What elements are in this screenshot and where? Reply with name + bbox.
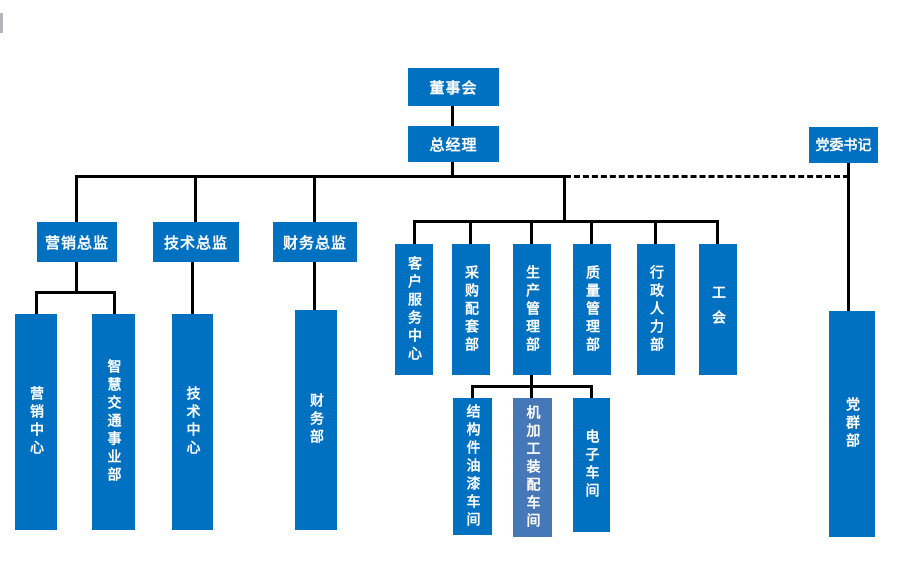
org-node-customer-service-center[interactable]: 客户服务中心: [395, 244, 433, 375]
connector-drop-customer-service: [413, 223, 416, 244]
org-node-general-manager[interactable]: 总经理: [408, 126, 499, 162]
org-node-party-secretary[interactable]: 党委书记: [809, 127, 878, 163]
connector-drop-marketing-director: [75, 178, 78, 222]
org-node-electronics-workshop[interactable]: 电子车间: [573, 398, 610, 532]
org-node-tech-center[interactable]: 技术中心: [172, 314, 213, 530]
connector-drop-marketing-center: [35, 294, 38, 314]
connector-finance-director-finance-dept: [313, 262, 316, 310]
org-node-quality-mgmt-dept[interactable]: 质量管理部: [573, 244, 611, 375]
connector-drop-labor-union: [716, 223, 719, 244]
connector-drop-finance-director: [313, 178, 316, 222]
org-node-structural-paint-workshop[interactable]: 结构件油漆车间: [453, 398, 492, 535]
org-node-marketing-center[interactable]: 营销中心: [15, 314, 57, 530]
connector-drop-smart-transport: [113, 294, 116, 314]
org-node-party-masses-dept[interactable]: 党群部: [829, 311, 875, 537]
connector-drop-machining: [530, 388, 533, 398]
connector-board-gm: [451, 105, 454, 127]
connector-tech-director-tech-center: [191, 262, 194, 314]
connector-drop-production: [530, 223, 533, 244]
connector-drop-tech-director: [194, 178, 197, 222]
org-node-procurement-support-dept[interactable]: 采购配套部: [452, 244, 490, 375]
org-node-admin-hr-dept[interactable]: 行政人力部: [637, 244, 675, 375]
connector-gm-bus: [451, 162, 454, 176]
org-node-board[interactable]: 董事会: [408, 68, 499, 106]
org-node-machining-assembly-workshop[interactable]: 机加工装配车间: [513, 398, 552, 537]
connector-drop-electronics: [590, 388, 593, 398]
window-edge-artifact: [0, 13, 3, 33]
connector-drop-structural-paint: [471, 388, 474, 398]
connector-marketing-director-down: [75, 262, 78, 293]
connector-production-down: [530, 375, 533, 387]
connector-workshop-bus: [471, 385, 593, 388]
connector-drop-admin-hr: [654, 223, 657, 244]
connector-drop-procurement: [469, 223, 472, 244]
org-node-labor-union[interactable]: 工会: [699, 244, 737, 375]
connector-marketing-sub-bus: [35, 291, 116, 294]
connector-drop-dept-bus: [563, 178, 566, 223]
org-node-smart-transport-division[interactable]: 智慧交通事业部: [92, 314, 135, 530]
connector-main-bus-dashed: [565, 175, 849, 178]
org-node-production-mgmt-dept[interactable]: 生产管理部: [513, 244, 551, 375]
org-node-marketing-director[interactable]: 营销总监: [37, 222, 117, 262]
org-node-tech-director[interactable]: 技术总监: [153, 222, 239, 262]
org-node-finance-director[interactable]: 财务总监: [273, 222, 357, 262]
connector-drop-quality: [590, 223, 593, 244]
connector-main-bus-solid: [75, 175, 566, 178]
org-node-finance-dept[interactable]: 财务部: [295, 310, 337, 530]
connector-party-secretary-party-masses: [847, 163, 850, 311]
connector-dept-bus: [413, 220, 719, 223]
